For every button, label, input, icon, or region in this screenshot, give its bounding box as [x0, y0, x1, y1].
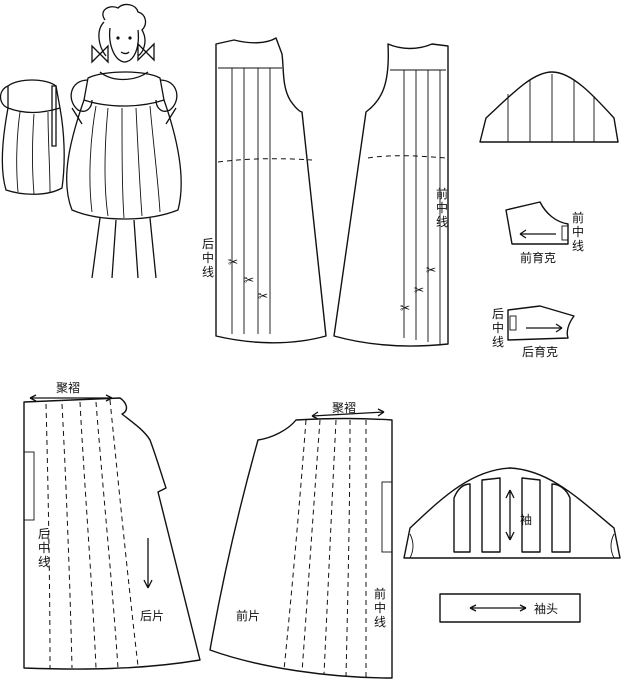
label-char: 中: [572, 224, 584, 239]
back-yoke-label: 后育克: [522, 344, 558, 359]
front-skirt-piece: [209, 408, 393, 679]
gather-front-label: 聚褶: [332, 400, 356, 415]
label-char: 前: [572, 210, 584, 225]
scissors-icon: ✂: [400, 301, 410, 315]
label-char: 线: [374, 615, 386, 629]
cuff-piece: [439, 593, 581, 623]
back-center-line-label: 后 中 线: [202, 237, 214, 279]
front-bodice-piece: ✂ ✂ ✂: [333, 43, 449, 347]
label-char: 前: [436, 186, 448, 201]
label-char: 中: [436, 200, 448, 215]
scissors-icon: ✂: [244, 273, 254, 287]
gather-back-label: 聚褶: [56, 380, 80, 395]
sleeve-piece: [403, 467, 621, 559]
label-char: 线: [436, 215, 448, 229]
scissors-icon: ✂: [258, 289, 268, 303]
scissors-icon: ✂: [426, 263, 436, 277]
back-skirt-piece: [23, 394, 201, 670]
label-char: 中: [38, 540, 50, 555]
label-char: 中: [374, 600, 386, 615]
short-sleeve-piece: [479, 71, 619, 143]
sleeve-label: 袖: [520, 512, 532, 527]
label-char: 线: [202, 265, 214, 279]
label-char: 线: [38, 555, 50, 569]
scissors-icon: ✂: [414, 283, 424, 297]
back-skirt-center-label: 后 中 线: [38, 527, 50, 569]
label-char: 中: [492, 320, 504, 335]
label-char: 中: [202, 250, 214, 265]
cuff-label: 袖头: [534, 601, 558, 616]
front-skirt-center-label: 前 中 线: [374, 586, 386, 629]
front-yoke-piece: [505, 201, 569, 245]
scissors-icon: ✂: [228, 255, 238, 269]
label-char: 前: [374, 586, 386, 601]
back-yoke-piece: [507, 305, 575, 341]
front-yoke-center-label: 前 中 线: [572, 210, 584, 253]
label-char: 后: [38, 527, 50, 541]
front-yoke-label: 前育克: [520, 250, 556, 265]
label-char: 后: [492, 307, 504, 321]
label-char: 线: [492, 335, 504, 349]
dress-illustration: [0, 3, 182, 279]
label-char: 线: [572, 239, 584, 253]
front-piece-label: 前片: [236, 608, 260, 623]
back-yoke-center-label: 后 中 线: [492, 307, 504, 349]
label-char: 后: [202, 237, 214, 251]
back-piece-label: 后片: [140, 609, 164, 623]
front-center-line-label: 前 中 线: [436, 186, 448, 229]
back-bodice-piece: ✂ ✂ ✂: [215, 37, 327, 344]
